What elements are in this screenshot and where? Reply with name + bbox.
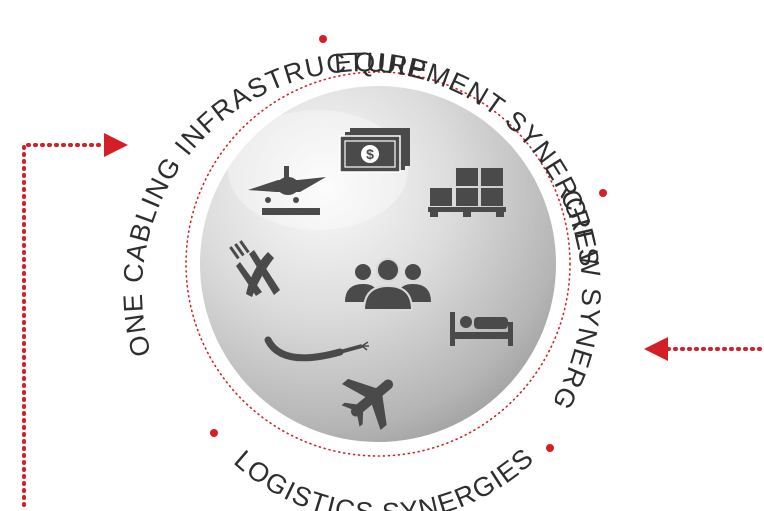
- right-connector: [644, 337, 762, 361]
- arrow-right-icon: [104, 133, 128, 157]
- arrow-left-icon: [644, 337, 668, 361]
- separator-dot: [319, 35, 327, 43]
- separator-dot: [546, 444, 554, 452]
- separator-dot: [599, 189, 607, 197]
- money-icon: $: [339, 128, 410, 173]
- left-connector: [22, 133, 128, 507]
- crew-group-icon: [345, 258, 431, 311]
- separator-dot: [210, 429, 218, 437]
- cutlery-icon: [229, 240, 280, 297]
- cable-icon: [264, 336, 369, 362]
- airplane-icon: [341, 378, 394, 430]
- bed-icon: [450, 312, 513, 346]
- ring-label-bottom: LOGISTICS SYNERGIES: [229, 442, 540, 511]
- cargo-pallet-icon: [428, 168, 506, 217]
- svg-text:$: $: [366, 146, 374, 162]
- dotted-ring: [185, 71, 571, 457]
- landing-airplane-icon: [248, 166, 326, 215]
